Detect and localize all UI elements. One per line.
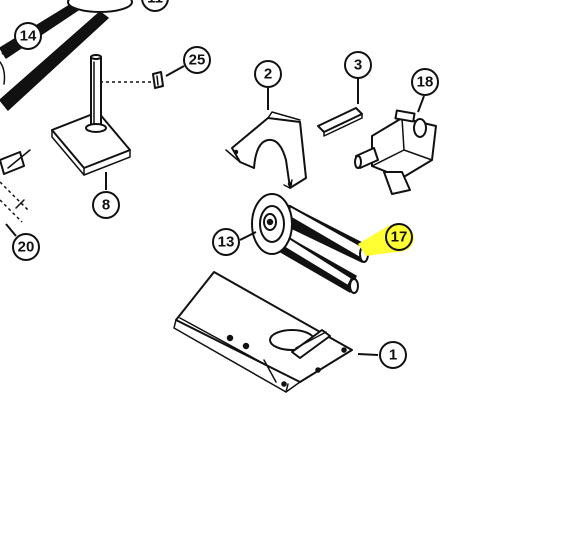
callout-20: 20 <box>12 233 40 261</box>
callout-8: 8 <box>92 191 120 219</box>
svg-text:25: 25 <box>189 52 206 69</box>
callout-18: 18 <box>411 68 439 96</box>
small-plate-part <box>317 107 363 137</box>
callout-17: 17 <box>385 223 413 251</box>
u-bracket-part <box>225 111 307 189</box>
svg-text:18: 18 <box>417 74 434 91</box>
svg-text:3: 3 <box>354 57 362 74</box>
callout-25: 25 <box>183 46 211 74</box>
svg-text:2: 2 <box>264 66 272 83</box>
svg-text:20: 20 <box>18 239 35 256</box>
svg-text:8: 8 <box>102 197 110 214</box>
svg-text:14: 14 <box>20 28 37 45</box>
bracket-fragment-left <box>0 149 31 223</box>
callout-2: 2 <box>254 60 282 88</box>
callout-14: 14 <box>14 22 42 50</box>
callout-11: 11 <box>141 0 169 12</box>
callout-1: 1 <box>379 341 407 369</box>
callout-13: 13 <box>212 228 240 256</box>
mounting-plate-part <box>173 271 353 393</box>
svg-text:11: 11 <box>147 0 163 7</box>
svg-text:1: 1 <box>389 347 397 364</box>
shaft-base-part <box>51 54 152 176</box>
callout-3: 3 <box>344 51 372 79</box>
small-key-part <box>152 71 164 89</box>
svg-text:17: 17 <box>391 229 408 246</box>
belt-fragment-top-left <box>0 0 133 111</box>
svg-text:13: 13 <box>218 234 235 251</box>
gearbox-part <box>354 109 437 195</box>
pulley-belt-assembly <box>251 193 369 294</box>
